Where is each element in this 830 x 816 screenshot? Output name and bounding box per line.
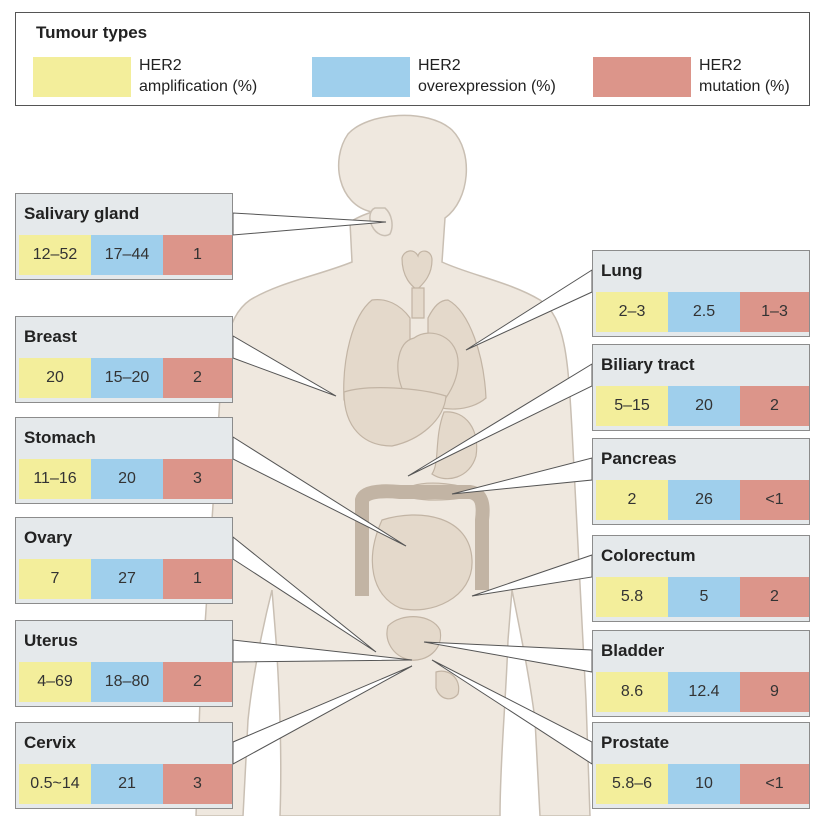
lung-mutation-value: 1–3 [740,292,809,332]
biliary-tract-mutation-value: 2 [740,386,809,426]
ovary-title: Ovary [24,528,73,547]
ovary-amplification-value: 7 [19,559,91,599]
colorectum-amplification-value: 5.8 [596,577,668,617]
prostate-title: Prostate [601,733,670,752]
prostate-mutation-value: <1 [740,764,809,804]
mutation-swatch [593,57,691,97]
breast-mutation-value: 2 [163,358,232,398]
salivary-gland-pointer [232,212,387,236]
stomach-overexpression-value: 20 [91,459,163,499]
salivary-gland-amplification-value: 12–52 [19,235,91,275]
pancreas-mutation-value: <1 [740,480,809,520]
testis [435,670,460,700]
pointer-lines [232,212,593,765]
organs [343,250,490,700]
legend-title: Tumour types [36,23,148,42]
colorectum-mutation-value: 2 [740,577,809,617]
salivary-gland-title: Salivary gland [24,204,140,223]
liver [343,387,447,447]
bladder-amplification-value: 8.6 [596,672,668,712]
uterus-title: Uterus [24,631,78,650]
amplification-swatch [33,57,131,97]
ovary-mutation-value: 1 [163,559,232,599]
thyroid [401,250,433,291]
stomach [431,411,478,480]
overexpression-swatch [312,57,410,97]
uterus-pointer [232,639,413,663]
colorectum-overexpression-value: 5 [668,577,740,617]
lung-overexpression-value: 2.5 [668,292,740,332]
salivary-gland-mutation-value: 1 [163,235,232,275]
amplification-legend-label: HER2 amplification (%) [139,57,258,95]
breast-pointer [232,335,337,397]
stomach-mutation-value: 3 [163,459,232,499]
ovary-overexpression-value: 27 [91,559,163,599]
cervix-pointer [232,665,413,765]
small-intestine [371,514,473,611]
large-intestine [355,484,490,596]
overexpression-legend-label: HER2 overexpression (%) [418,57,556,95]
pancreas-title: Pancreas [601,449,677,468]
salivary-gland-overexpression-value: 17–44 [91,235,163,275]
lung-amplification-value: 2–3 [596,292,668,332]
bladder-title: Bladder [601,641,665,660]
uterus-overexpression-value: 18–80 [91,662,163,702]
ovary-pointer [232,535,377,653]
pancreas-amplification-value: 2 [596,480,668,520]
stomach-title: Stomach [24,428,96,447]
biliary-tract-amplification-value: 5–15 [596,386,668,426]
cervix-title: Cervix [24,733,76,752]
mutation-legend-label: HER2 mutation (%) [699,57,790,95]
legend: Tumour types HER2 amplification (%) HER2… [15,12,810,106]
bladder-mutation-value: 9 [740,672,809,712]
uterus-amplification-value: 4–69 [19,662,91,702]
uterus-mutation-value: 2 [163,662,232,702]
bladder-overexpression-value: 12.4 [668,672,740,712]
trachea [411,287,425,319]
breast-title: Breast [24,327,77,346]
biliary-tract-overexpression-value: 20 [668,386,740,426]
cervix-amplification-value: 0.5~14 [19,764,91,804]
breast-overexpression-value: 15–20 [91,358,163,398]
cervix-overexpression-value: 21 [91,764,163,804]
breast-amplification-value: 20 [19,358,91,398]
prostate-amplification-value: 5.8–6 [596,764,668,804]
stomach-amplification-value: 11–16 [19,459,91,499]
bladder [386,616,442,661]
stomach-pointer [232,436,407,547]
pancreas-overexpression-value: 26 [668,480,740,520]
colorectum-title: Colorectum [601,546,696,565]
lung-title: Lung [601,261,643,280]
cervix-mutation-value: 3 [163,764,232,804]
biliary-tract-title: Biliary tract [601,355,695,374]
prostate-overexpression-value: 10 [668,764,740,804]
